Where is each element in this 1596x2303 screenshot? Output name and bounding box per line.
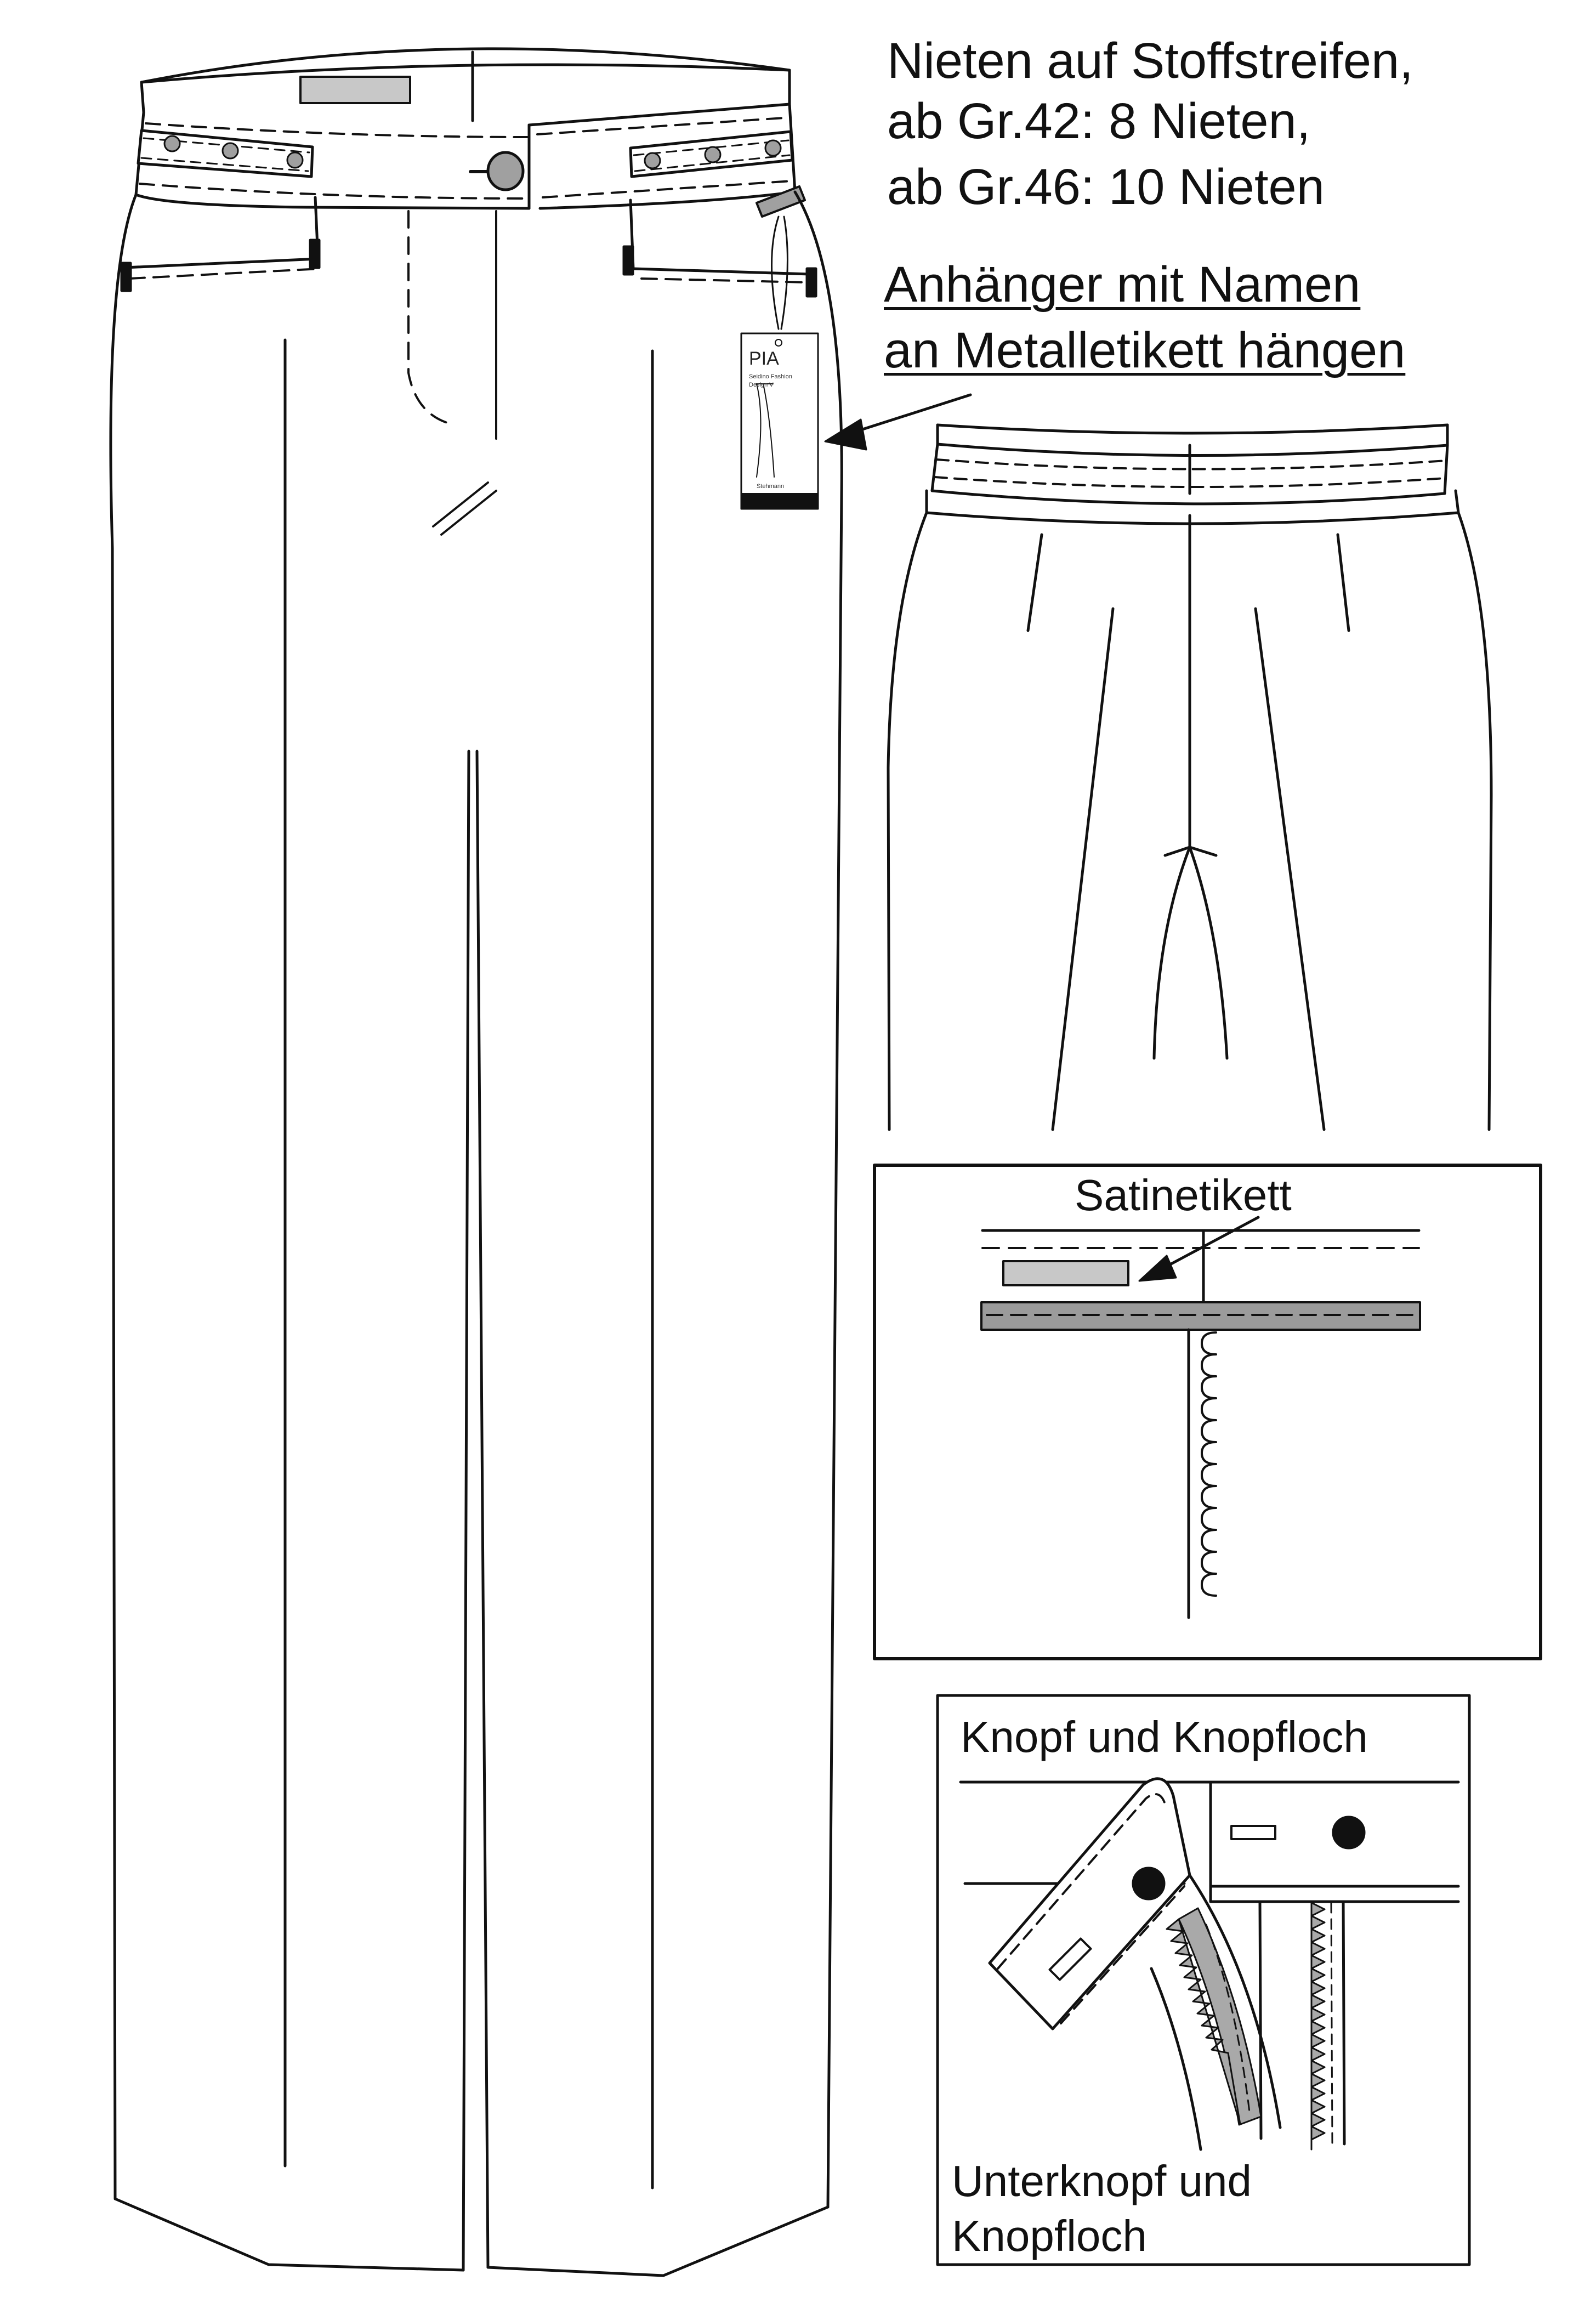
- button-detail-caption-line2: Knopfloch: [952, 2211, 1147, 2260]
- waistband-top: [140, 47, 791, 84]
- rivet: [704, 146, 722, 163]
- rivets-note-line1: Nieten auf Stoffstreifen,: [887, 33, 1413, 89]
- waistband-strip: [980, 1301, 1421, 1331]
- right-hem: [486, 2205, 830, 2277]
- hangtag-sub2: Design V: [749, 382, 774, 388]
- button-tab: [988, 1777, 1191, 2030]
- rivet: [221, 142, 239, 160]
- hangtag-note-line1: Anhänger mit Namen: [884, 257, 1361, 313]
- left-outer-seam: [109, 193, 138, 2200]
- buttonhole: [1230, 1825, 1276, 1840]
- right-inseam: [475, 750, 490, 2269]
- detail-satin-label: [873, 1164, 1542, 1660]
- arrow-hangtag: [845, 393, 972, 436]
- satin-label: [1002, 1260, 1129, 1286]
- back-view: [887, 423, 1493, 1131]
- hangtag-name: PIA: [749, 348, 779, 369]
- fly-stitch: [407, 210, 456, 426]
- button: [1332, 1816, 1366, 1850]
- pocket-right: [629, 198, 812, 276]
- under-buttonhole: [1048, 1937, 1092, 1981]
- metal-label: [756, 185, 806, 218]
- rivet: [286, 151, 304, 169]
- zip-teeth-right: [1310, 1902, 1326, 2151]
- rivet: [764, 139, 782, 157]
- hangtag-sub1: Seidino Fashion: [749, 373, 792, 380]
- hangtag-note-line2: an Metalletikett hängen: [884, 322, 1406, 378]
- rivets-note-line2: ab Gr.42: 8 Nieten,: [887, 93, 1311, 149]
- rivet: [644, 152, 661, 169]
- detail-frame: [936, 1694, 1471, 2266]
- detail-button: [936, 1694, 1471, 2266]
- waistband-label: [299, 76, 411, 104]
- rivet: [163, 135, 181, 152]
- hang-tag: [740, 332, 819, 510]
- hangtag-brand: Stehmann: [757, 483, 784, 490]
- rivets-note-line3: ab Gr.46: 10 Nieten: [887, 159, 1325, 215]
- under-button: [1132, 1867, 1166, 1901]
- detail-frame: [873, 1164, 1542, 1660]
- left-hem: [113, 2197, 465, 2272]
- zip-teeth-left: [1166, 1918, 1241, 2125]
- satin-label-title: Satinetikett: [1075, 1171, 1292, 1219]
- button-detail-caption-line1: Unterknopf und: [952, 2157, 1252, 2205]
- zip-tape-left: [1178, 1907, 1262, 2126]
- right-outer-seam: [793, 190, 843, 2209]
- front-view: [109, 47, 972, 2277]
- left-inseam: [462, 750, 470, 2272]
- waist-button: [486, 151, 525, 191]
- button-detail-title: Knopf und Knopfloch: [961, 1712, 1368, 1761]
- waistband: [134, 111, 531, 210]
